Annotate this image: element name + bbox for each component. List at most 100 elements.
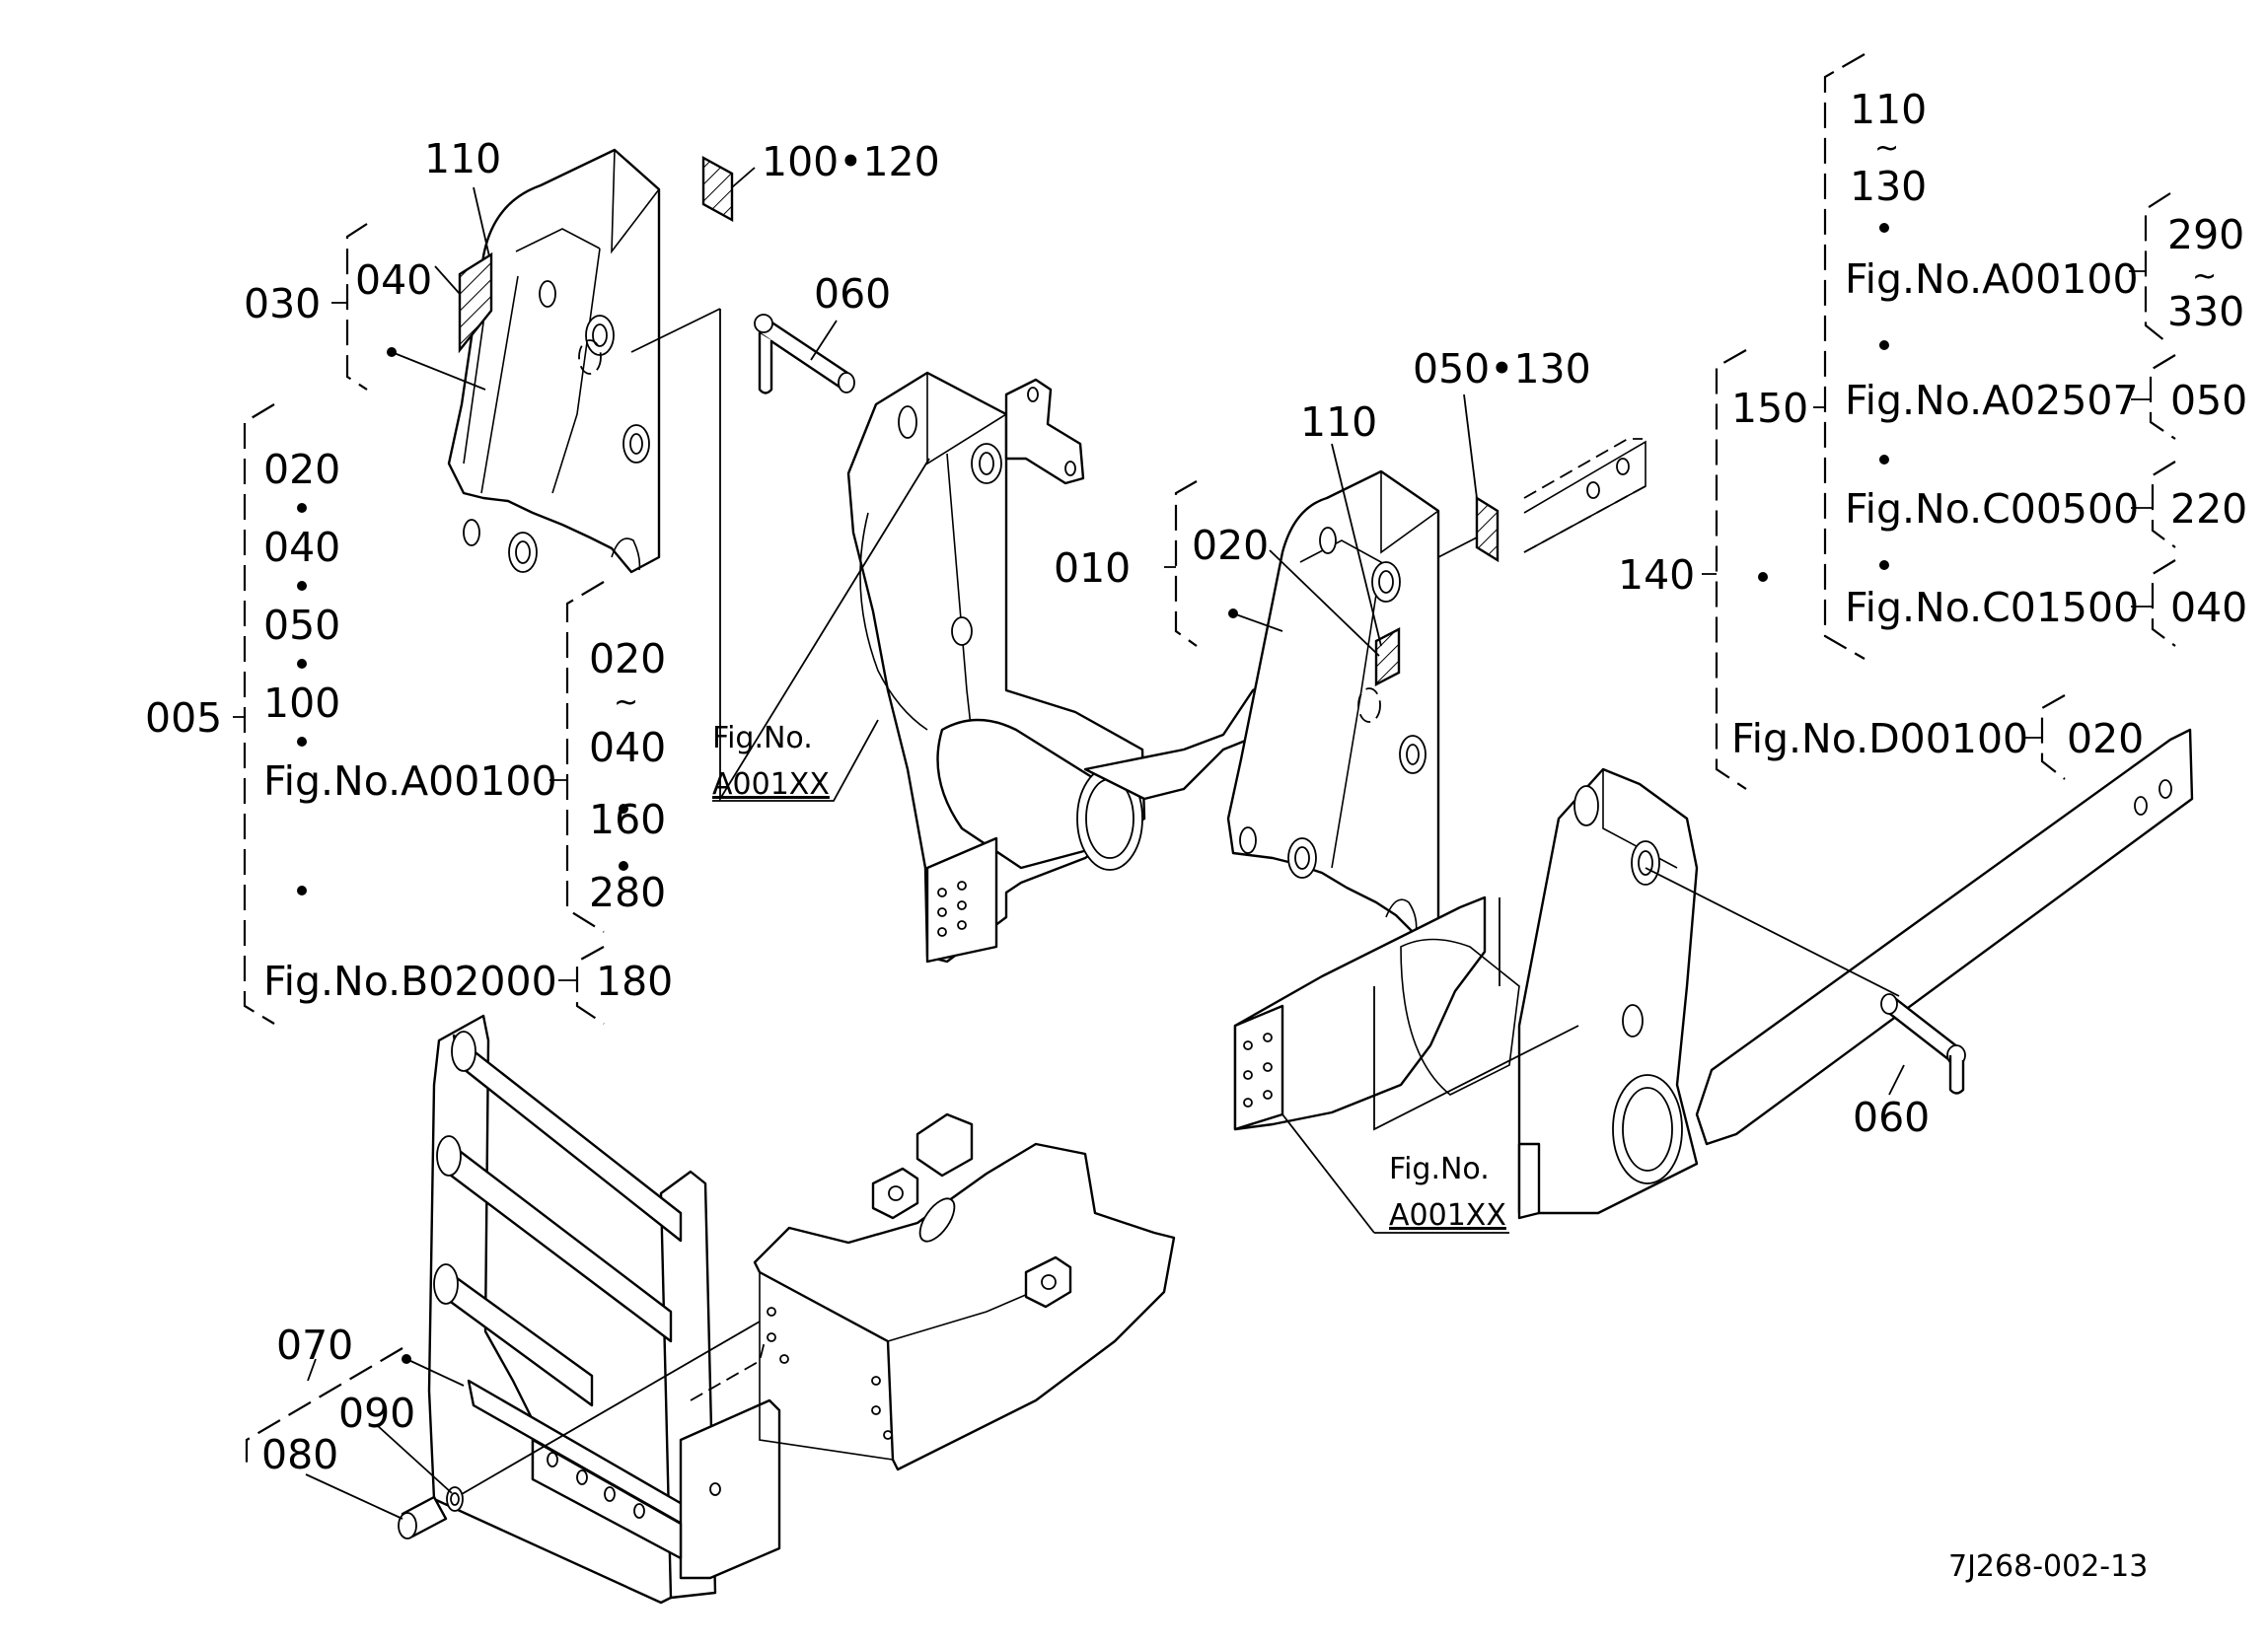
bullet: [619, 804, 628, 814]
drawing-code: 7J268-002-13: [1948, 1549, 2148, 1584]
chassis-frame-part: [753, 1112, 1176, 1471]
leader-060: [810, 320, 838, 361]
alignment-line: [1437, 537, 1478, 558]
label-040-right: 040: [2170, 584, 2247, 631]
label-item: 160: [589, 796, 666, 843]
fig-ref-right-line1: Fig.No.: [1389, 1152, 1490, 1186]
bullet: [297, 503, 307, 513]
bullet: [1879, 455, 1889, 465]
label-item: 100: [263, 680, 340, 727]
leader-110-center: [1331, 443, 1382, 647]
leader-090: [376, 1424, 453, 1494]
center-arm-part: [1226, 469, 1440, 937]
range-tilde: ~: [1874, 131, 1899, 166]
label-050-130: 050•130: [1413, 345, 1591, 393]
label-060-lower: 060: [1853, 1094, 1930, 1141]
pin-060-upper-part: [754, 314, 855, 394]
group-bracket-150: [1823, 53, 1866, 660]
leader-040: [434, 265, 461, 295]
bullet: [297, 581, 307, 591]
label-100-120: 100•120: [762, 138, 940, 185]
fig-ref-right-line2: A001XX: [1389, 1198, 1506, 1233]
sub-bracket-d00100: [2040, 694, 2066, 780]
range-tilde: ~: [614, 685, 638, 720]
leader-050-130: [1463, 394, 1478, 499]
bullet: [1879, 560, 1889, 570]
alignment-line: [630, 308, 721, 353]
group-bracket-010: [1174, 480, 1198, 647]
group-bracket-030: [345, 223, 368, 391]
leader-070-guard: [405, 1358, 465, 1387]
leader-080: [305, 1473, 403, 1520]
label-item: 040: [263, 524, 340, 571]
label-080: 080: [261, 1431, 338, 1478]
label-290: 290: [2167, 211, 2244, 258]
label-item: 180: [596, 958, 673, 1005]
label-140: 140: [1618, 551, 1695, 599]
label-110-center: 110: [1300, 398, 1377, 446]
shim-110-center-part: [1374, 627, 1401, 686]
label-150: 150: [1731, 385, 1808, 432]
label-item: 020: [263, 446, 340, 493]
leader-030-arm: [391, 351, 486, 391]
bolt-080-part: [398, 1495, 448, 1539]
label-range-start: 020: [589, 635, 666, 682]
shim-050-130-part: [1475, 495, 1500, 563]
range-tilde: ~: [2192, 259, 2217, 294]
arm-hole: [2158, 779, 2172, 799]
label-070: 070: [276, 1322, 353, 1369]
leader-110: [473, 186, 490, 257]
group-bracket-070: [245, 1347, 403, 1469]
leader-020-center: [1269, 549, 1380, 657]
bullet: [1879, 223, 1889, 233]
label-fig-a00100-right: Fig.No.A00100: [1845, 255, 2139, 303]
shim-100-120-part: [701, 155, 734, 223]
leader-060-right: [1888, 1064, 1905, 1096]
label-110: 110: [424, 135, 501, 182]
alignment-line: [461, 1321, 761, 1495]
sub-bracket-b02000: [575, 946, 605, 1025]
label-010: 010: [1054, 544, 1131, 592]
fig-ref-left-line2: A001XX: [712, 767, 830, 802]
sub-bracket-c01500: [2151, 559, 2176, 647]
bullet: [297, 886, 307, 895]
label-fig-c00500: Fig.No.C00500: [1845, 485, 2139, 533]
right-frame-bracket-part: [1233, 767, 1699, 1220]
leader-010-arm: [1232, 612, 1283, 632]
bullet: [1758, 572, 1768, 582]
label-fig-a02507: Fig.No.A02507: [1845, 377, 2139, 424]
label-060-upper: 060: [814, 270, 891, 318]
label-fig-c01500: Fig.No.C01500: [1845, 584, 2139, 631]
arm-hole: [2134, 796, 2148, 816]
long-arm-part: [1695, 728, 2194, 1146]
left-frame-bracket-part: [846, 371, 1275, 964]
sub-bracket-c00500: [2151, 461, 2176, 548]
label-fig-b02000: Fig.No.B02000: [263, 958, 557, 1005]
sub-bracket-290-330: [2144, 192, 2171, 346]
group-bracket-140: [1715, 349, 1747, 790]
label-range-end: 040: [589, 724, 666, 771]
bullet: [619, 861, 628, 871]
alignment-line: [719, 309, 930, 803]
label-330: 330: [2167, 288, 2244, 335]
label-220: 220: [2170, 485, 2247, 533]
leader-fig-a001xx-left: [712, 719, 879, 802]
front-guard-part: [427, 1014, 781, 1605]
label-020-center: 020: [1192, 522, 1269, 569]
alignment-line: [1645, 867, 1900, 997]
label-020-right: 020: [2067, 715, 2144, 762]
label-range-start-right: 110: [1850, 86, 1927, 133]
sub-bracket-a00100: [565, 581, 605, 933]
label-030: 030: [244, 280, 321, 327]
label-item: 280: [589, 869, 666, 916]
pin-060-lower-part: [1880, 993, 1966, 1095]
label-fig-a00100-left: Fig.No.A00100: [263, 757, 557, 805]
plate-part: [1523, 438, 1646, 553]
upper-arm-part: [447, 148, 661, 574]
bullet: [297, 737, 307, 747]
leader-100-120: [731, 167, 756, 188]
label-fig-d00100: Fig.No.D00100: [1731, 715, 2028, 762]
label-005: 005: [145, 694, 222, 742]
alignment-line: [1373, 986, 1579, 1131]
